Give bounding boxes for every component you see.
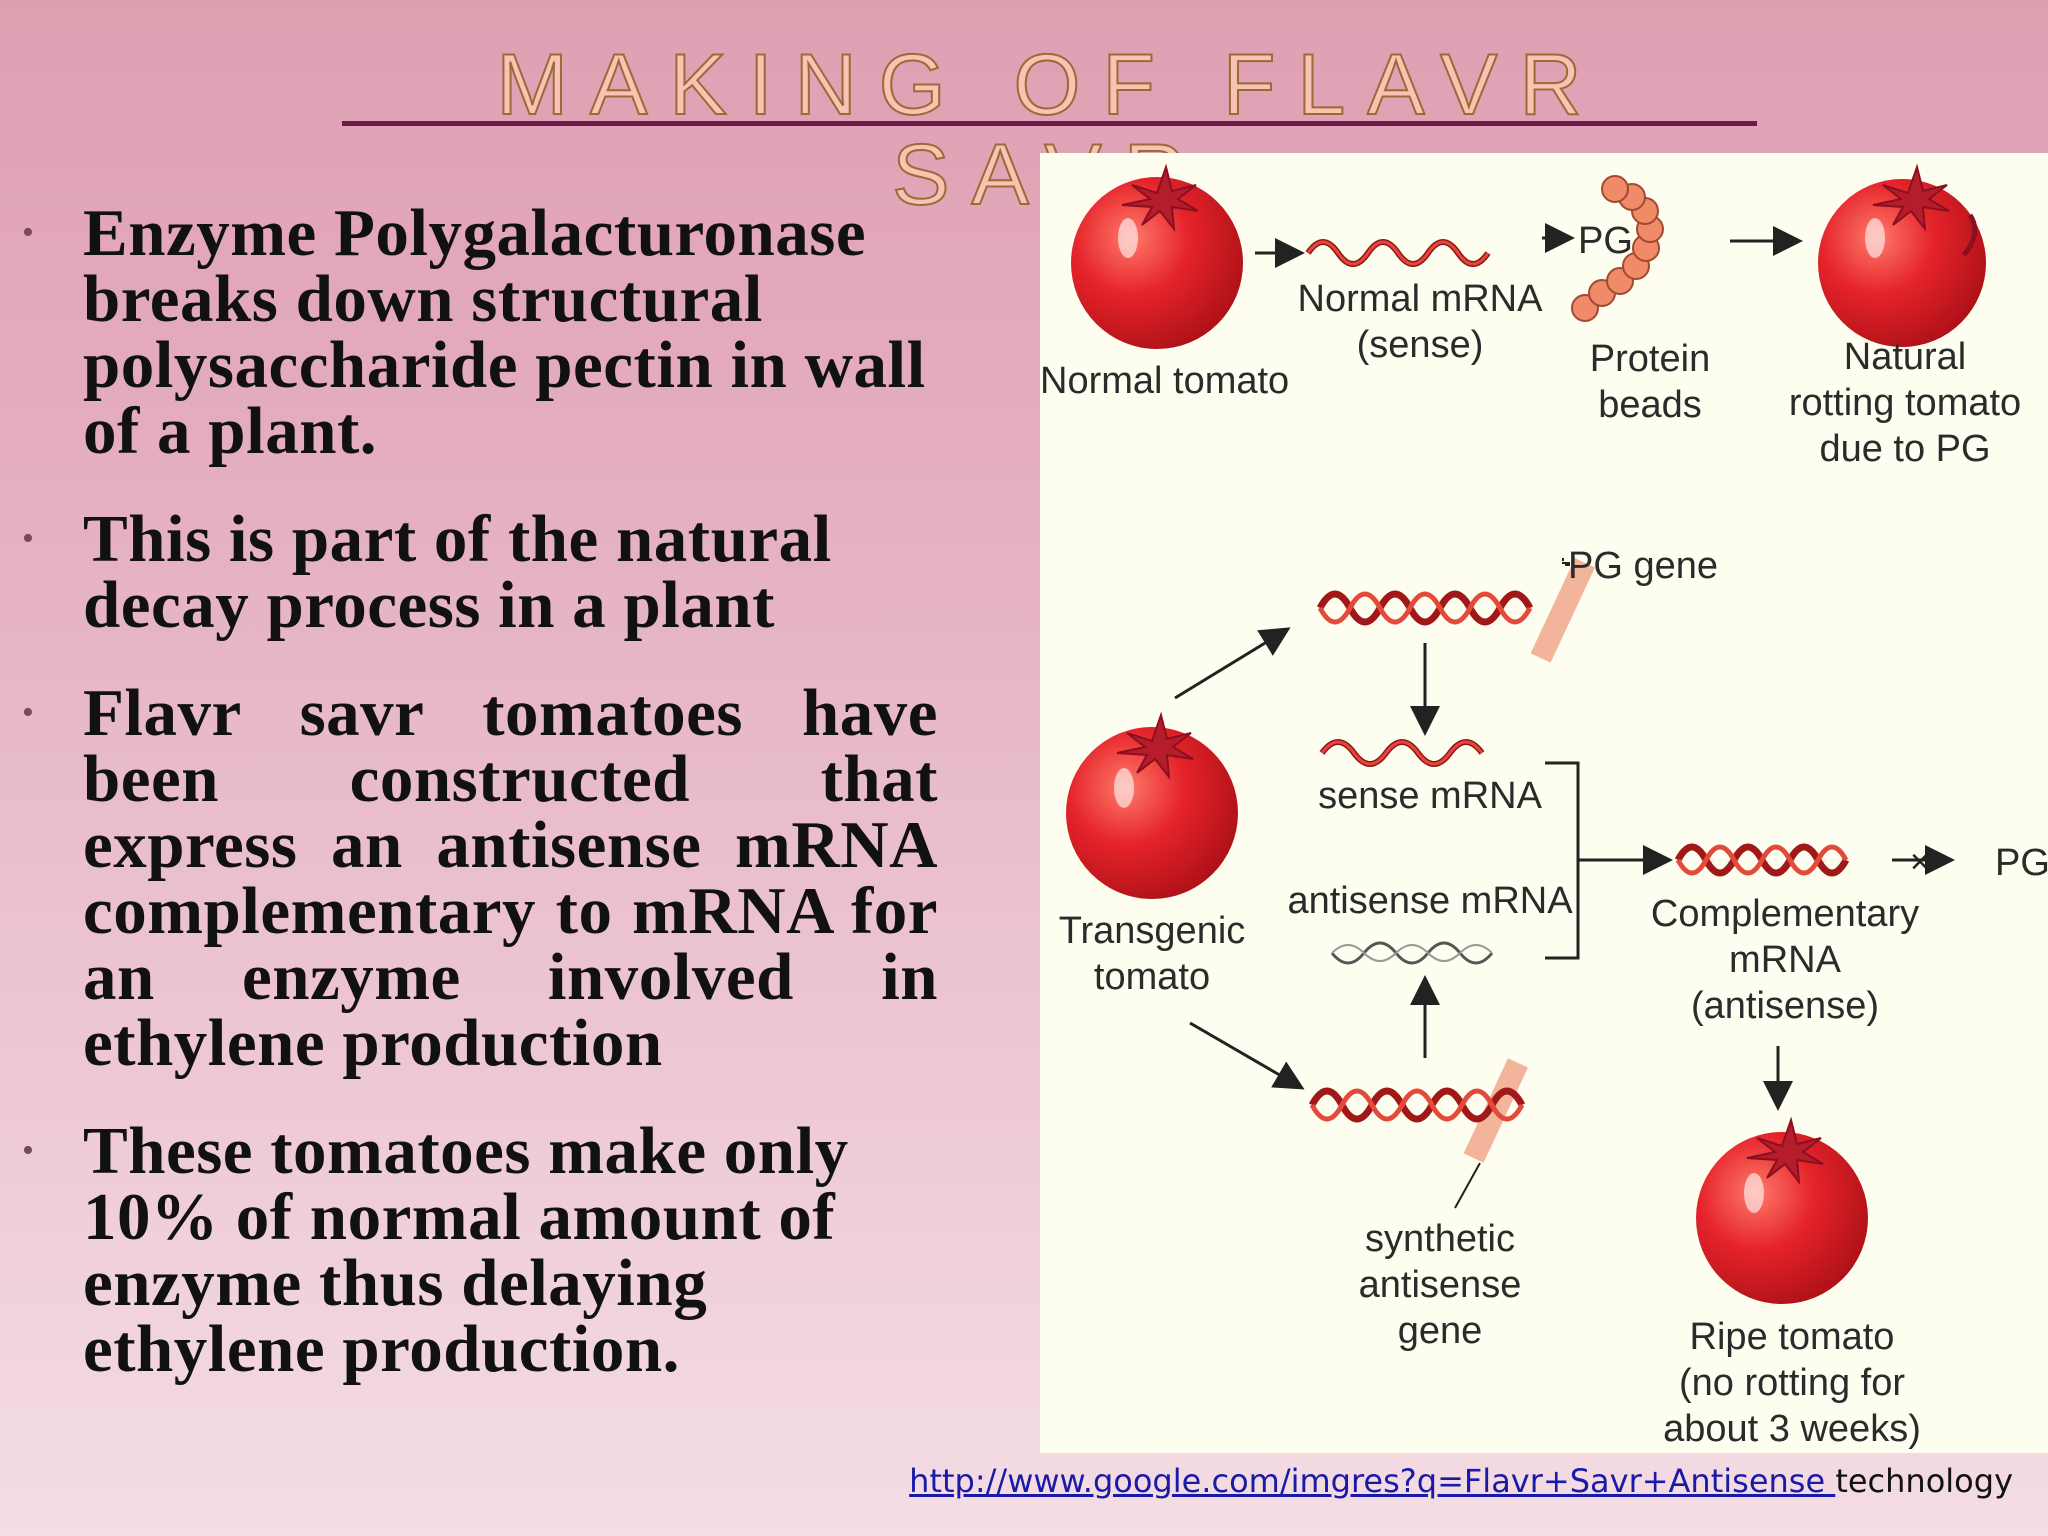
bullet-dot-icon: • [22,694,34,731]
rotting-tomato-label: rotting tomato [1789,382,2021,424]
synthetic-gene-label: antisense [1359,1264,1522,1306]
pg-gene-helix [1316,558,1595,663]
normal-tomato-label: Normal tomato [1040,360,1289,402]
bullet-dot-icon: • [22,214,34,251]
bullet-text: This is part of the natural decay proces… [83,502,832,642]
source-link[interactable]: http://www.google.com/imgres?q=Flavr+Sav… [909,1462,1836,1500]
bullet-item: • Enzyme Polygalacturonase breaks down s… [0,196,1000,468]
bullet-list: • Enzyme Polygalacturonase breaks down s… [0,200,1000,1424]
source-suffix: technology [1835,1462,2013,1500]
synthetic-gene-label: synthetic [1365,1218,1515,1260]
diagram-canvas: Normal tomato Normal mRNA (sense) PG Pro… [1040,163,2048,1450]
ripe-tomato-label: (no rotting for [1679,1362,1905,1404]
bullet-item: • Flavr savr tomatoes have been construc… [0,676,1000,1080]
arrow [1174,627,1291,700]
bullet-dot-icon: • [22,520,34,557]
sense-mrna-label: sense mRNA [1318,775,1542,817]
title-underline [342,121,1757,126]
bullet-item: • These tomatoes make only 10% of normal… [0,1114,1000,1386]
ripe-tomato-label: about 3 weeks) [1663,1408,1921,1450]
normal-tomato-icon [1071,163,1243,349]
pg-gene-label: PG gene [1568,545,1718,587]
synthetic-antisense-gene-helix [1308,1058,1528,1163]
complementary-mrna-label: mRNA [1729,939,1842,981]
bullet-text: Flavr savr tomatoes have been constructe… [83,676,938,1080]
pg-blocked-label: PG [1995,842,2048,884]
mrna-bracket [1545,761,1580,960]
block-x-icon: × [1910,843,1930,881]
flavr-savr-diagram: Normal tomato Normal mRNA (sense) PG Pro… [1040,153,2048,1453]
rotting-tomato-label: Natural [1844,336,1967,378]
bullet-text: Enzyme Polygalacturonase breaks down str… [83,196,926,468]
ripe-tomato-icon [1696,1116,1868,1304]
bullet-dot-icon: • [22,1132,34,1169]
ripe-tomato-label: Ripe tomato [1690,1316,1895,1358]
sense-mrna-strand [1319,739,1485,767]
antisense-mrna-label: antisense mRNA [1287,880,1573,922]
protein-beads-icon [1571,175,1664,322]
transgenic-tomato-icon [1066,711,1238,899]
normal-mrna-strand [1305,239,1491,267]
rotting-tomato-label: due to PG [1819,428,1990,470]
complementary-mrna-helix [1674,843,1850,877]
slide-title: MAKING OF FLAVR SAVR [495,37,1604,221]
arrow [1189,1021,1305,1090]
transgenic-tomato-label: tomato [1094,956,1210,998]
protein-beads-label: beads [1598,384,1702,426]
pg-label: PG [1578,220,1633,262]
complementary-mrna-label: (antisense) [1691,985,1879,1027]
rotting-tomato-icon [1818,163,1986,347]
protein-beads-label: Protein [1590,338,1710,380]
normal-mrna-sense-label: (sense) [1357,324,1484,366]
complementary-mrna-label: Complementary [1651,893,1919,935]
source-credit: http://www.google.com/imgres?q=Flavr+Sav… [909,1462,2013,1500]
bullet-text: These tomatoes make only 10% of normal a… [83,1114,849,1386]
normal-mrna-label: Normal mRNA [1298,278,1544,320]
bullet-item: • This is part of the natural decay proc… [0,502,1000,642]
antisense-mrna-strand [1330,941,1494,965]
synthetic-gene-label: gene [1398,1310,1483,1352]
transgenic-tomato-label: Transgenic [1059,910,1246,952]
synthetic-gene-leader [1454,1162,1481,1209]
